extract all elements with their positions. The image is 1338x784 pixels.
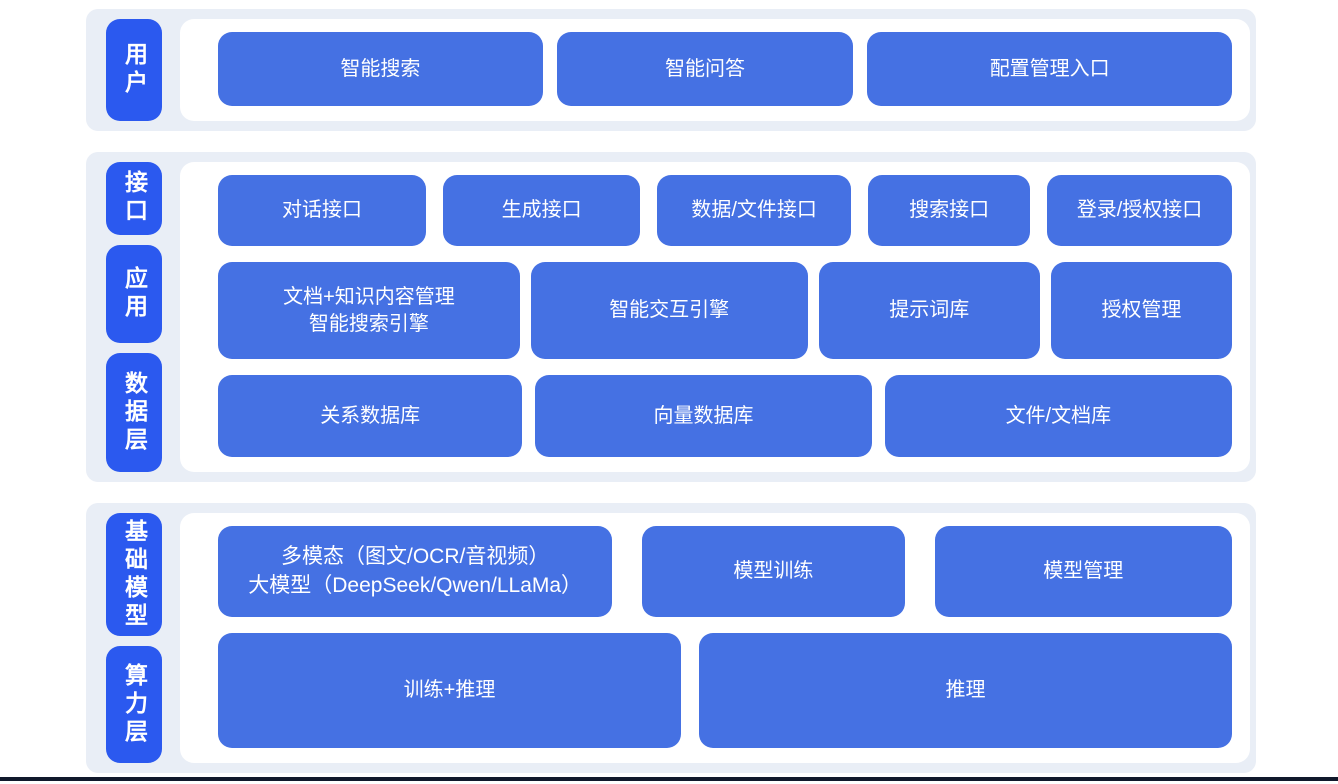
layer-pill-data-label: 数据层 [121, 370, 148, 455]
box-prompt-library: 提示词库 [818, 262, 1040, 360]
row-compute: 训练+推理 推理 [218, 633, 1232, 748]
layer-pill-user-label: 用户 [121, 42, 148, 98]
bottom-divider-line [0, 777, 1338, 781]
layer-pill-interface-label: 接口 [121, 170, 148, 227]
layer-pill-data: 数据层 [106, 353, 162, 472]
box-interactive-engine: 智能交互引擎 [530, 262, 808, 360]
box-smart-qa: 智能问答 [556, 32, 854, 106]
band-middle: 接口 应用 数据层 对话接口 生成接口 数据/文件接口 搜索接口 登录/授权接口 [86, 152, 1256, 482]
layer-pill-foundation-model-label: 基础模型 [121, 518, 148, 631]
box-generation-api: 生成接口 [443, 175, 641, 247]
box-dialog-api: 对话接口 [218, 175, 427, 247]
box-vector-db: 向量数据库 [535, 375, 872, 457]
box-inference: 推理 [699, 633, 1232, 748]
box-config-management-entry: 配置管理入口 [867, 32, 1232, 106]
box-file-doc-db: 文件/文档库 [884, 375, 1232, 457]
layer-stack: 用户 智能搜索 智能问答 配置管理入口 接口 应用 [86, 9, 1256, 773]
box-model-training: 模型训练 [642, 526, 905, 618]
box-doc-knowledge-search-engine: 文档+知识内容管理 智能搜索引擎 [218, 262, 520, 360]
box-login-auth-api: 登录/授权接口 [1047, 175, 1233, 247]
box-model-management: 模型管理 [934, 526, 1233, 618]
band-user: 用户 智能搜索 智能问答 配置管理入口 [86, 9, 1256, 131]
row-foundation-model: 多模态（图文/OCR/音视频） 大模型（DeepSeek/Qwen/LLaMa）… [218, 526, 1233, 618]
box-auth-management: 授权管理 [1050, 262, 1232, 360]
layer-pill-user: 用户 [106, 19, 162, 121]
box-smart-search: 智能搜索 [218, 32, 543, 106]
band-middle-panel: 对话接口 生成接口 数据/文件接口 搜索接口 登录/授权接口 文档+知识内容管理… [180, 162, 1250, 472]
row-user: 智能搜索 智能问答 配置管理入口 [218, 32, 1232, 106]
box-search-api: 搜索接口 [868, 175, 1031, 247]
box-data-file-api: 数据/文件接口 [657, 175, 852, 247]
box-relational-db: 关系数据库 [218, 375, 523, 457]
band-bottom-panel: 多模态（图文/OCR/音视频） 大模型（DeepSeek/Qwen/LLaMa）… [180, 513, 1250, 763]
band-user-panel: 智能搜索 智能问答 配置管理入口 [180, 19, 1250, 121]
layer-pill-application-label: 应用 [121, 265, 148, 322]
layer-pill-foundation-model: 基础模型 [106, 513, 162, 637]
layer-pill-interface: 接口 [106, 162, 162, 235]
row-interface: 对话接口 生成接口 数据/文件接口 搜索接口 登录/授权接口 [218, 175, 1233, 247]
row-data-layer: 关系数据库 向量数据库 文件/文档库 [218, 375, 1232, 457]
row-application: 文档+知识内容管理 智能搜索引擎 智能交互引擎 提示词库 授权管理 [218, 262, 1232, 360]
layer-pill-compute-label: 算力层 [121, 662, 148, 747]
band-user-pills: 用户 [106, 19, 162, 121]
band-bottom: 基础模型 算力层 多模态（图文/OCR/音视频） 大模型（DeepSeek/Qw… [86, 503, 1256, 773]
layer-pill-compute: 算力层 [106, 646, 162, 763]
band-middle-pills: 接口 应用 数据层 [106, 162, 162, 472]
box-training-plus-inference: 训练+推理 [218, 633, 681, 748]
band-bottom-pills: 基础模型 算力层 [106, 513, 162, 763]
box-multimodal-llm: 多模态（图文/OCR/音视频） 大模型（DeepSeek/Qwen/LLaMa） [218, 526, 613, 618]
layer-pill-application: 应用 [106, 244, 162, 344]
